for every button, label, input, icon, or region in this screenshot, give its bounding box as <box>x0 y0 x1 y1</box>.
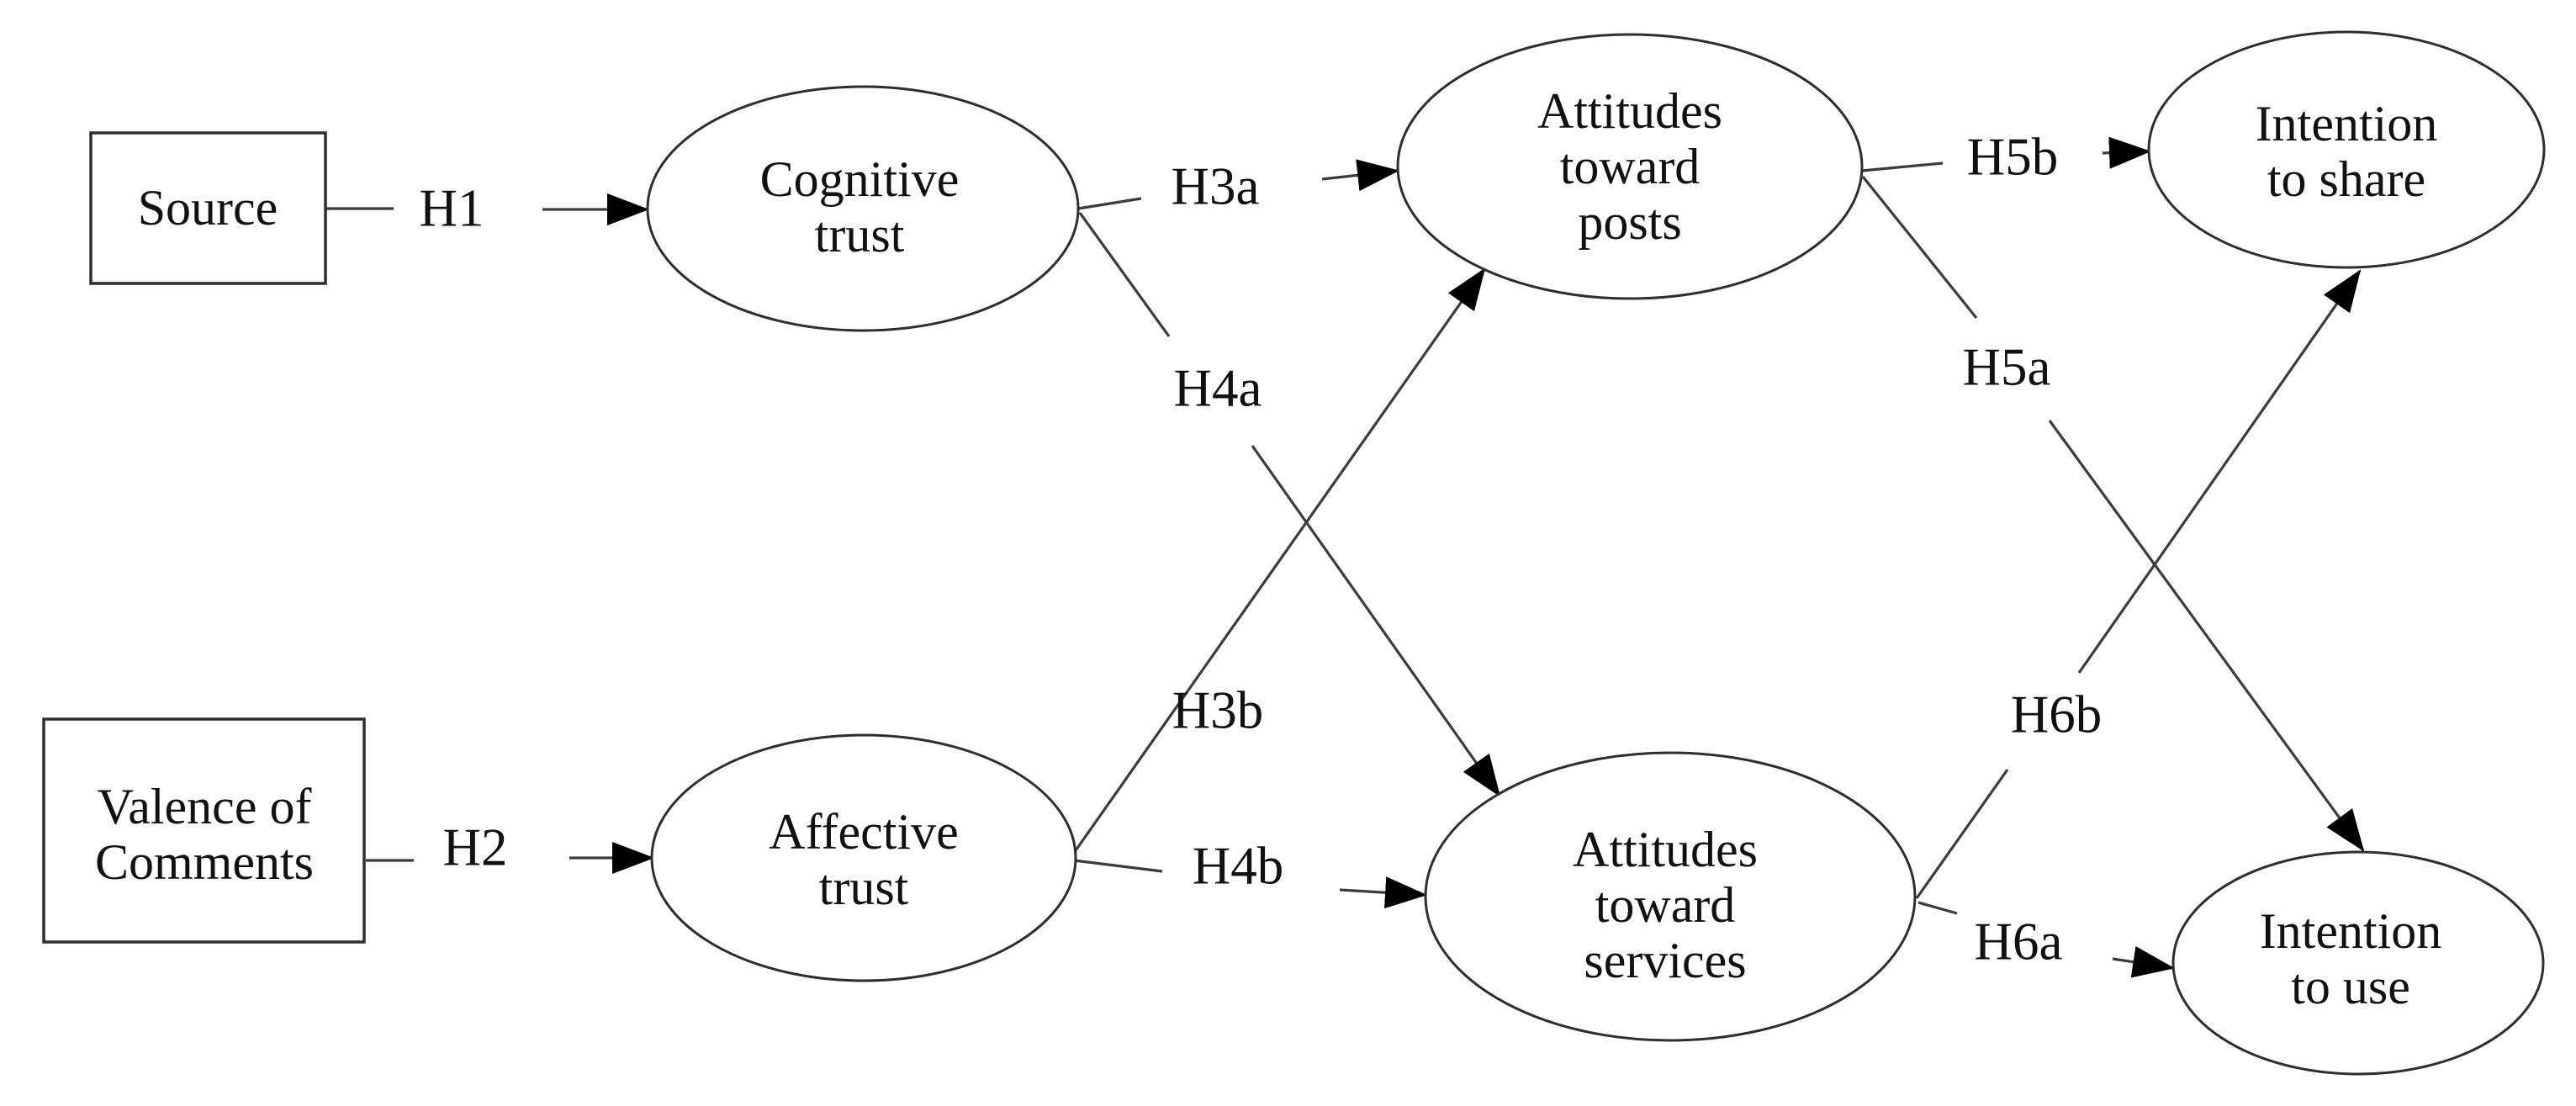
edge-h5a-arrow <box>2048 420 2365 852</box>
edge-h6a-stub <box>1917 901 1958 915</box>
edge-h3a-stub <box>1077 197 1142 210</box>
node-affective-trust-label: Affective trust <box>769 804 958 915</box>
edge-h6a-arrow <box>2112 945 2175 978</box>
node-label-line: toward <box>1595 877 1736 933</box>
node-label-line: Intention <box>2255 96 2438 151</box>
node-label-line: Comments <box>94 834 315 890</box>
node-attitudes-toward-posts-ellipse <box>1396 33 1864 300</box>
node-affective-trust-ellipse <box>650 733 1077 982</box>
edge-h4b-label: H4b <box>1192 836 1284 896</box>
edge-h6b-arrow <box>2077 269 2362 674</box>
node-label-line: to share <box>2267 151 2426 207</box>
node-valence-of-comments-label: Valence of Comments <box>95 779 314 890</box>
node-attitudes-toward-posts-label: Attitudes toward posts <box>1537 83 1722 250</box>
node-label-line: Attitudes <box>1537 83 1722 139</box>
node-attitudes-toward-services-label: Attitudes toward services <box>1573 822 1758 988</box>
node-intention-to-share-label: Intention to share <box>2256 96 2438 207</box>
edge-h3b-arrow <box>1072 267 1486 854</box>
edge-h5b-arrow <box>2102 136 2151 169</box>
edge-h3a-label: H3a <box>1171 156 1260 216</box>
node-intention-to-use-ellipse <box>2171 850 2545 1076</box>
node-label-line: Affective <box>769 804 959 860</box>
node-label-line: toward <box>1559 139 1701 194</box>
node-label-line: Attitudes <box>1573 822 1758 877</box>
node-intention-to-use-label: Intention to use <box>2260 903 2442 1014</box>
node-label-line: Valence of <box>97 779 312 834</box>
edge-h3b-label: H3b <box>1172 680 1264 740</box>
edge-h5a-label: H5a <box>1962 337 2051 397</box>
edge-h3a-arrow <box>1321 159 1399 192</box>
edge-h5b-stub <box>1861 161 1944 172</box>
edge-connectors <box>325 136 2365 978</box>
node-label-line: posts <box>1578 194 1682 250</box>
node-label-line: services <box>1584 933 1747 988</box>
node-source-label: Source <box>138 180 278 235</box>
node-valence-of-comments-box <box>42 717 366 944</box>
node-label-line: trust <box>814 207 905 262</box>
node-label-line: trust <box>818 860 909 915</box>
node-cognitive-trust-label: Cognitive trust <box>760 151 960 262</box>
node-label-line: Source <box>137 180 278 235</box>
node-label-line: Cognitive <box>759 151 960 207</box>
node-attitudes-toward-services-ellipse <box>1424 751 1917 1042</box>
edge-h5b-label: H5b <box>1966 127 2059 187</box>
edge-h4b-arrow <box>1339 876 1427 909</box>
edge-h4a-label: H4a <box>1173 358 1262 418</box>
node-intention-to-share-ellipse <box>2147 30 2546 269</box>
edge-h4a-arrow <box>1251 445 1501 797</box>
node-cognitive-trust-ellipse <box>646 85 1080 332</box>
edge-h4a-segment-1 <box>1078 212 1171 337</box>
node-label-line: Intention <box>2259 903 2442 959</box>
edge-h6a-label: H6a <box>1974 912 2063 971</box>
node-label-line: to use <box>2291 959 2410 1014</box>
edge-h6b-label: H6b <box>2010 685 2103 744</box>
edge-h1-label: H1 <box>419 178 484 238</box>
node-source-box <box>89 131 327 285</box>
edge-h6b-segment-1 <box>1915 769 2009 899</box>
edge-h4b-stub <box>1073 859 1163 873</box>
edge-h5a-segment-1 <box>1861 175 1978 320</box>
edge-h2-label: H2 <box>442 818 508 877</box>
